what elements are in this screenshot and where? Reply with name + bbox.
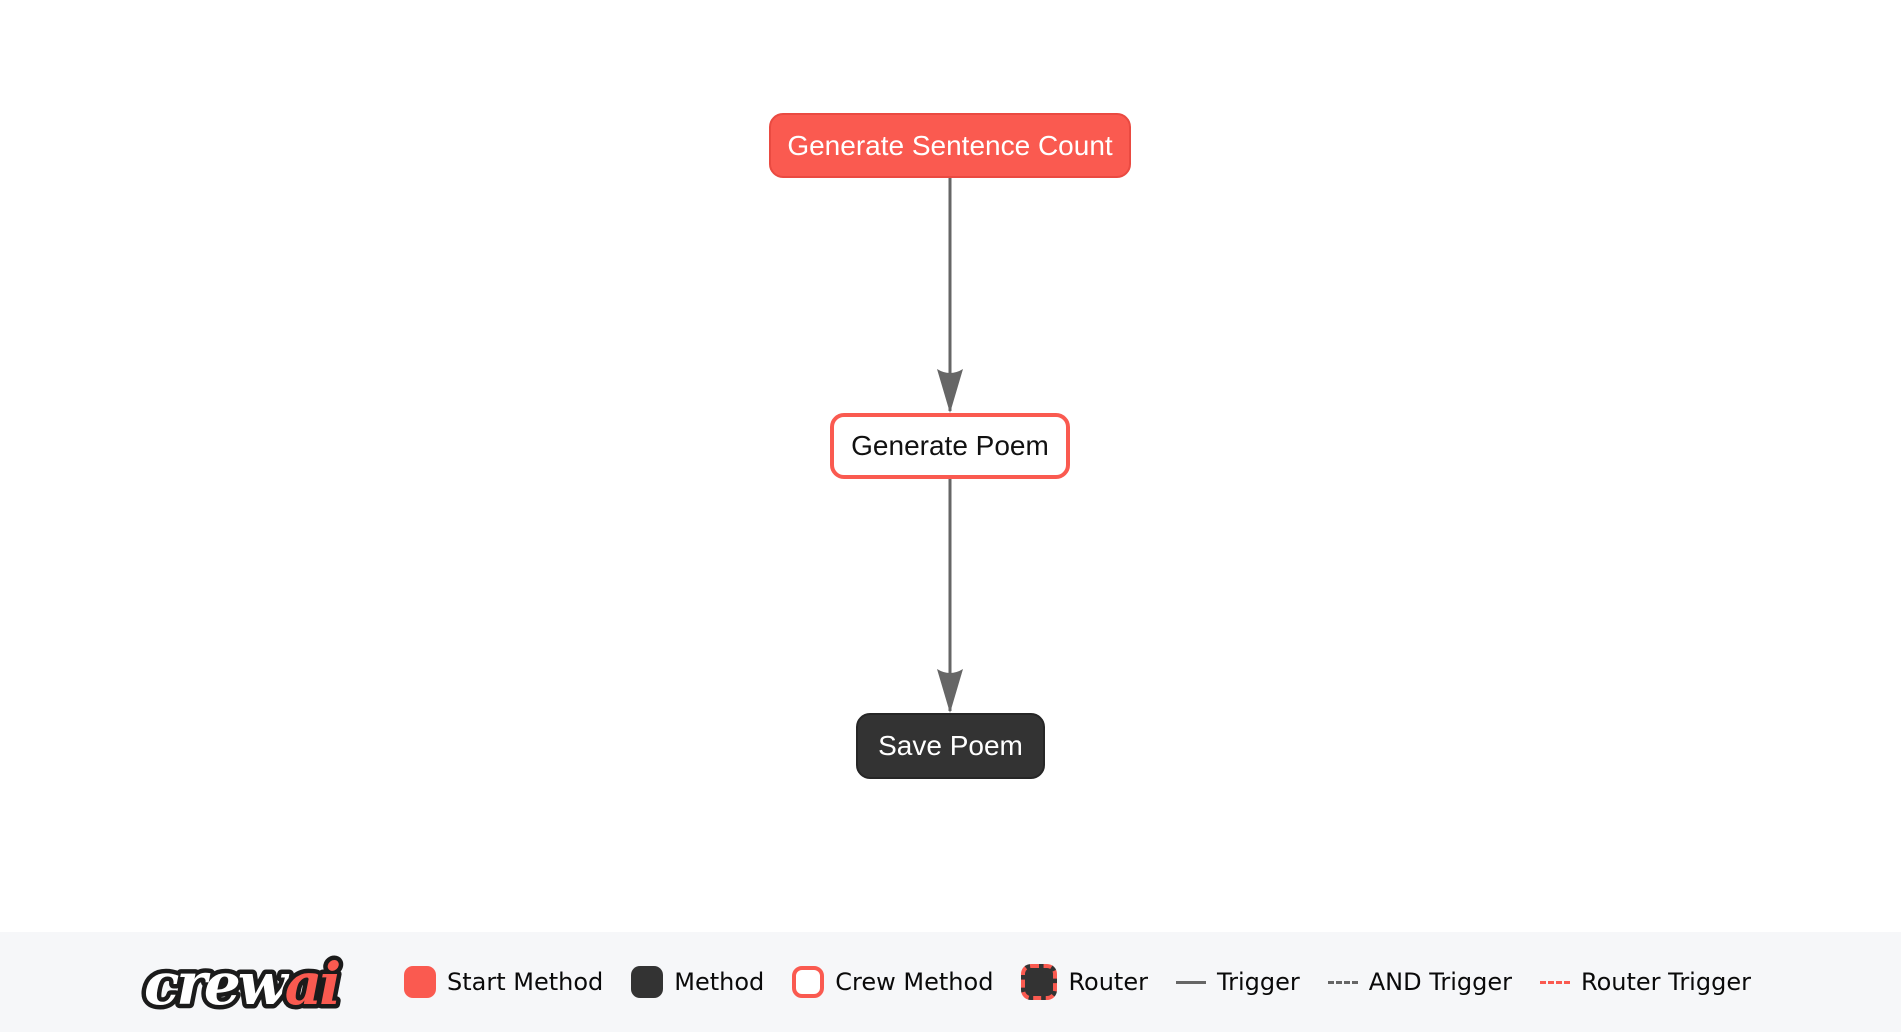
flow-canvas[interactable]: Generate Sentence Count Generate Poem Sa… — [0, 0, 1901, 932]
node-label: Generate Poem — [851, 430, 1049, 461]
legend-item-and-trigger: AND Trigger — [1327, 968, 1513, 996]
node-save-poem[interactable]: Save Poem — [856, 713, 1045, 779]
legend-label: Start Method — [447, 968, 604, 996]
legend-label: AND Trigger — [1368, 968, 1513, 996]
start-method-swatch-icon — [404, 966, 436, 998]
trigger-line-icon — [1175, 980, 1206, 984]
logo-word-ai: ai — [285, 950, 340, 1018]
flow-edges — [937, 178, 963, 713]
node-generate-poem[interactable]: Generate Poem — [830, 413, 1070, 479]
router-swatch-icon — [1021, 964, 1058, 1000]
crewai-logo: crewai — [140, 946, 347, 1023]
legend-item-trigger: Trigger — [1175, 968, 1300, 996]
and-trigger-line-icon — [1327, 980, 1358, 984]
node-generate-sentence-count[interactable]: Generate Sentence Count — [769, 113, 1131, 178]
legend-label: Router Trigger — [1581, 968, 1751, 996]
legend-item-start-method: Start Method — [404, 966, 603, 998]
trigger-edge — [937, 178, 963, 413]
legend-label: Crew Method — [835, 968, 994, 996]
legend-item-method: Method — [631, 966, 764, 998]
legend-label: Trigger — [1216, 968, 1300, 996]
legend-item-crew-method: Crew Method — [792, 966, 993, 998]
node-label: Save Poem — [878, 730, 1023, 761]
node-label: Generate Sentence Count — [787, 129, 1113, 161]
legend-item-router-trigger: Router Trigger — [1540, 968, 1751, 996]
trigger-edge — [937, 479, 963, 713]
logo-word-crew: crew — [144, 950, 290, 1018]
svg-text:crewai: crewai — [144, 950, 339, 1018]
crew-method-swatch-icon — [792, 966, 825, 998]
legend-item-router: Router — [1021, 964, 1148, 1000]
method-swatch-icon — [631, 966, 664, 998]
legend-label: Router — [1068, 968, 1148, 996]
legend-bar: crewai Start Method Method Crew Method R… — [0, 932, 1901, 1032]
router-trigger-line-icon — [1540, 980, 1571, 984]
legend-label: Method — [674, 968, 765, 996]
